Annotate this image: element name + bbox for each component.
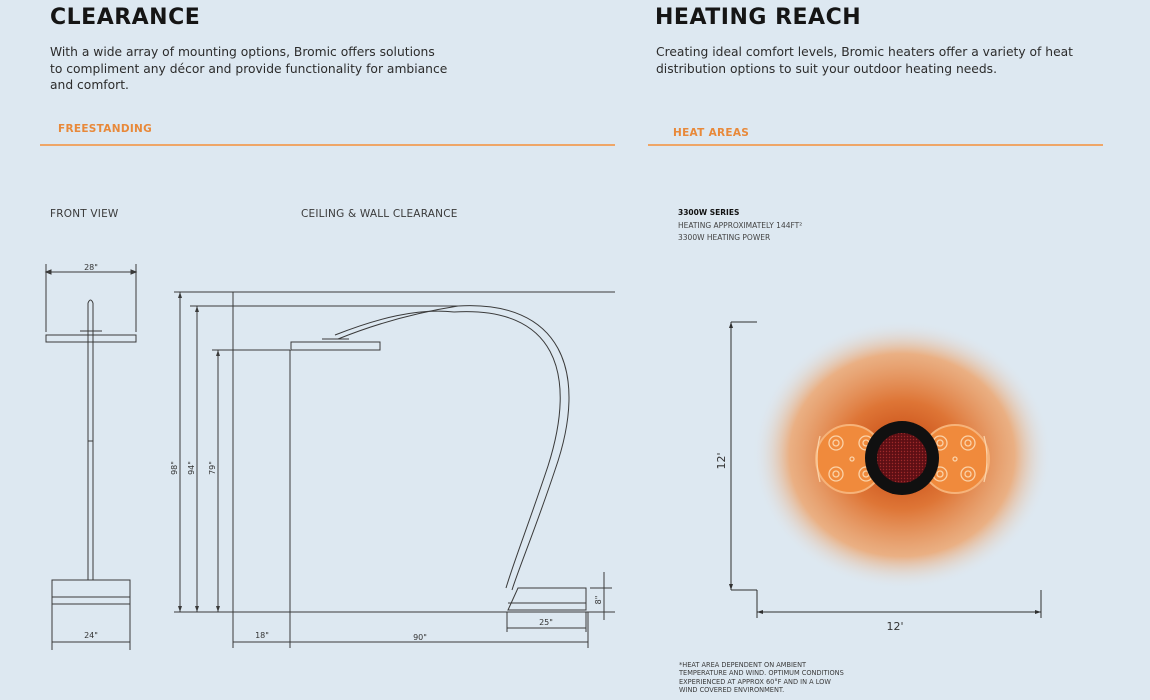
clearance-intro-line: to compliment any décor and provide func… xyxy=(50,61,448,76)
heat-areas-divider xyxy=(648,144,1103,146)
heating-intro: Creating ideal comfort levels, Bromic he… xyxy=(656,44,1086,77)
clearance-intro: With a wide array of mounting options, B… xyxy=(50,44,470,94)
front-top-width-label: 28" xyxy=(84,263,98,272)
clearance-intro-line: With a wide array of mounting options, B… xyxy=(50,45,435,59)
front-base-width-label: 24" xyxy=(84,631,98,640)
heat-areas-tag: HEAT AREAS xyxy=(673,127,750,139)
clearance-intro-line: and comfort. xyxy=(50,78,129,92)
heating-title: HEATING REACH xyxy=(655,5,862,30)
heat-area-diagram: 12' 12' xyxy=(715,320,1052,633)
heating-intro-line: Creating ideal comfort levels, Bromic he… xyxy=(656,45,1074,59)
note-line: *HEAT AREA DEPENDENT ON AMBIENT xyxy=(679,661,807,669)
front-view-label: FRONT VIEW xyxy=(50,208,119,220)
reach-label: 90" xyxy=(413,633,427,642)
series-line: HEATING APPROXIMATELY 144FT² xyxy=(678,221,803,230)
note-line: EXPERIENCED AT APPROX 60°F AND IN A LOW xyxy=(679,677,831,686)
series-line: 3300W HEATING POWER xyxy=(678,233,771,242)
note-line: WIND COVERED ENVIRONMENT. xyxy=(679,686,785,695)
ceiling-wall-drawing: 98" 94" 79" 18" 90" 25" 8" xyxy=(170,291,615,648)
heat-area-note: *HEAT AREA DEPENDENT ON AMBIENT TEMPERAT… xyxy=(679,661,869,695)
base-height-label: 8" xyxy=(594,596,603,605)
h-total-label: 98" xyxy=(170,461,179,475)
series-title: 3300W SERIES xyxy=(678,208,740,217)
base-depth-label: 25" xyxy=(539,618,553,627)
table-set xyxy=(815,424,990,494)
dim-width-label: 12' xyxy=(886,620,903,633)
h-arm-label: 94" xyxy=(187,461,196,475)
ceiling-wall-label: CEILING & WALL CLEARANCE xyxy=(301,208,458,220)
note-line: TEMPERATURE AND WIND. OPTIMUM CONDITIONS xyxy=(679,669,844,678)
heating-intro-line: distribution options to suit your outdoo… xyxy=(656,61,997,76)
clearance-title: CLEARANCE xyxy=(50,5,201,30)
h-head-label: 79" xyxy=(208,461,217,475)
dim-height-label: 12' xyxy=(715,452,728,469)
freestanding-tag: FREESTANDING xyxy=(58,123,153,135)
front-view-drawing: 28" 24" xyxy=(44,263,138,650)
freestanding-divider xyxy=(40,144,615,146)
offset-wall-label: 18" xyxy=(255,631,269,640)
